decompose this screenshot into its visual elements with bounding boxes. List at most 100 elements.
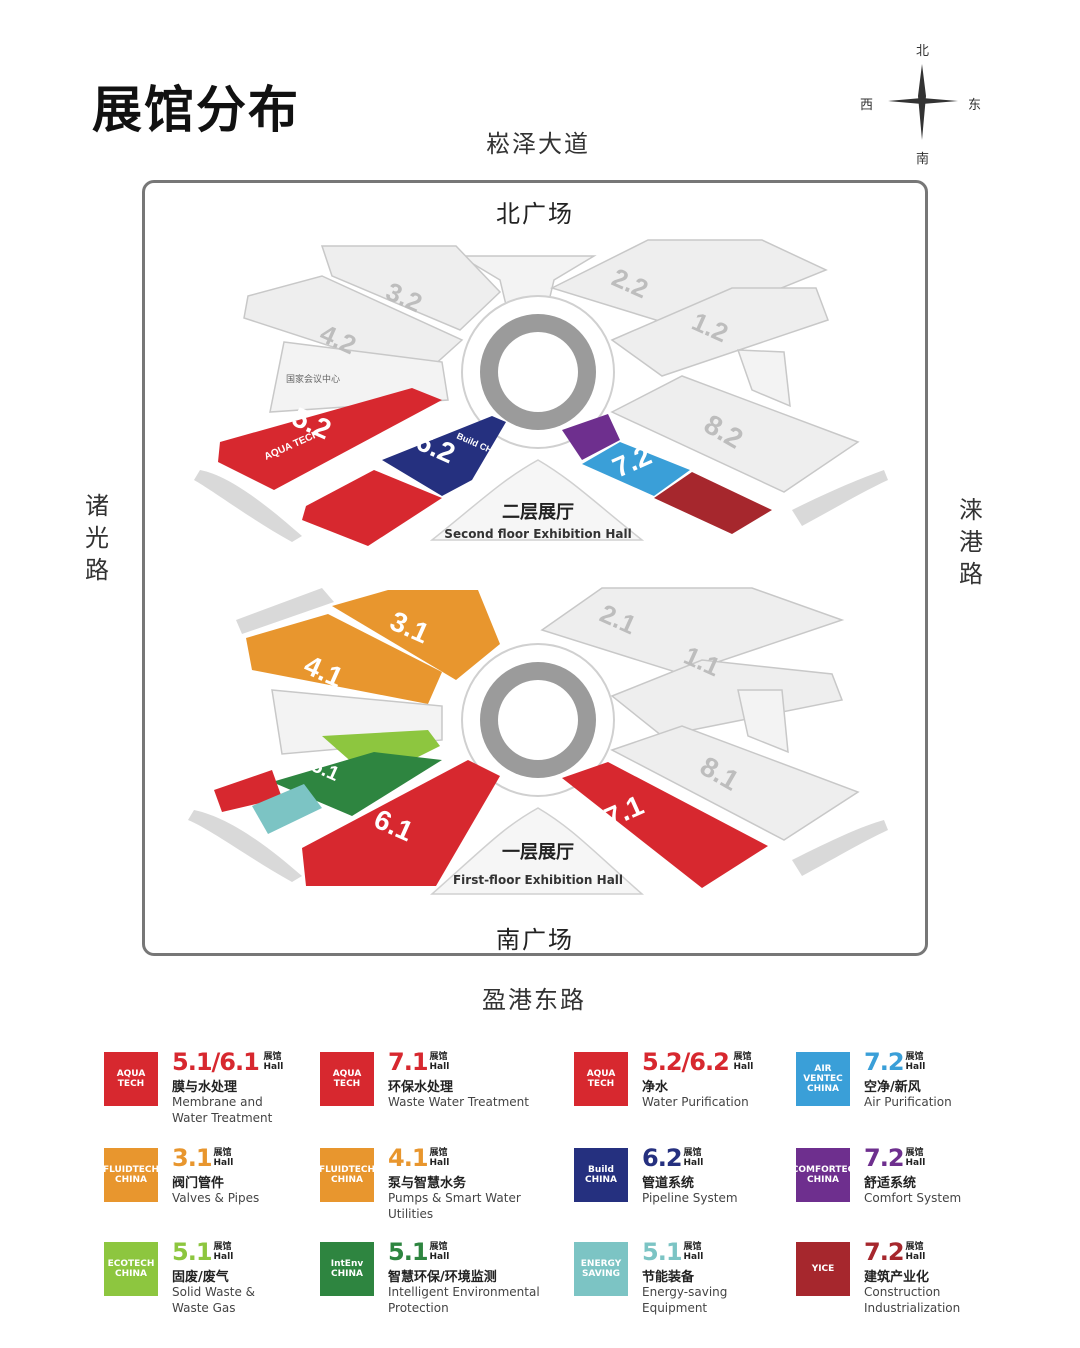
legend-hall-number: 6.2 <box>642 1144 683 1172</box>
legend-brand-logo: AQUA TECH <box>320 1052 374 1106</box>
legend-hall-unit: 展馆 Hall <box>213 1242 234 1262</box>
legend-category-cn: 建筑产业化 <box>864 1270 930 1285</box>
legend-category-cn: 固废/废气 <box>172 1270 229 1285</box>
hall-8-2[interactable] <box>610 375 860 493</box>
compass-west: 西 <box>860 98 874 113</box>
second-floor-en: Second floor Exhibition Hall <box>444 527 631 541</box>
legend-category-en: Water Purification <box>642 1095 749 1109</box>
hall-1-2[interactable] <box>610 287 829 377</box>
legend-brand-logo: AQUA TECH <box>104 1052 158 1106</box>
first-floor-cn: 一层展厅 <box>502 842 574 863</box>
venue-boundary <box>142 180 928 956</box>
legend-category-en: Construction Industrialization <box>864 1285 961 1315</box>
legend-category-cn: 阀门管件 <box>172 1176 225 1191</box>
hall-5-1-energy[interactable] <box>252 784 322 834</box>
legend-hall-number: 3.1 <box>172 1144 213 1172</box>
hall-6-1[interactable] <box>302 760 500 886</box>
compass-rose-icon <box>888 64 958 140</box>
hall-7-1[interactable] <box>562 762 768 888</box>
legend-brand-logo: YICE <box>796 1242 850 1296</box>
legend-hall-unit: 展馆 Hall <box>733 1052 754 1072</box>
legend-hall-number: 5.1 <box>172 1238 213 1266</box>
legend-category-en: Intelligent Environmental Protection <box>388 1285 540 1315</box>
legend-brand-logo: AQUA TECH <box>574 1052 628 1106</box>
legend-brand-logo: IntEnv CHINA <box>320 1242 374 1296</box>
legend-hall-number: 7.1 <box>388 1048 429 1076</box>
legend-brand-logo: COMFORTEC CHINA <box>792 1148 854 1202</box>
hall-6-2[interactable] <box>382 416 506 496</box>
legend-brand-logo: FLUIDTECH CHINA <box>319 1148 375 1202</box>
legend-hall-number: 5.2/6.2 <box>642 1048 730 1076</box>
legend-hall-unit: 展馆 Hall <box>429 1148 450 1168</box>
legend-hall-number: 4.1 <box>388 1144 429 1172</box>
venue-label: 国家会议中心 <box>286 373 340 385</box>
page-title: 展馆分布 <box>92 81 300 139</box>
legend-category-en: Pipeline System <box>642 1191 738 1205</box>
road-right: 涞港路 <box>959 496 983 588</box>
legend-brand-logo: FLUIDTECH CHINA <box>103 1148 159 1202</box>
north-plaza: 北广场 <box>496 200 574 228</box>
hall-2-1[interactable] <box>540 587 845 675</box>
legend-category-cn: 泵与智慧水务 <box>388 1176 467 1191</box>
lower-east-wing <box>737 689 789 754</box>
hall-3-2[interactable] <box>320 245 502 331</box>
legend-brand-logo: Build CHINA <box>574 1148 628 1202</box>
hall-5-2[interactable] <box>218 388 442 490</box>
legend-brand-logo: ECOTECH CHINA <box>104 1242 158 1296</box>
compass-south: 南 <box>916 152 930 167</box>
legend-category-en: Energy-saving Equipment <box>642 1285 728 1315</box>
legend-hall-number: 7.2 <box>864 1048 905 1076</box>
hall-7-2-yice[interactable] <box>654 472 772 534</box>
legend-hall-unit: 展馆 Hall <box>905 1242 926 1262</box>
legend-category-en: Comfort System <box>864 1191 962 1205</box>
lower-floor-tent <box>430 807 644 895</box>
legend-category-en: Solid Waste & Waste Gas <box>172 1285 256 1315</box>
legend-hall-unit: 展馆 Hall <box>429 1052 450 1072</box>
legend-category-en: Air Purification <box>864 1095 952 1109</box>
legend-hall-unit: 展馆 Hall <box>905 1148 926 1168</box>
legend-category-cn: 管道系统 <box>642 1176 695 1191</box>
legend-category-en: Pumps & Smart Water Utilities <box>388 1191 521 1221</box>
second-floor-cn: 二层展厅 <box>502 502 574 523</box>
lower-west-lane <box>188 810 302 882</box>
hall-8-1[interactable] <box>610 725 860 841</box>
hall-map: 3.2 4.2 2.2 1.2 8.2 5.2 6.2 7.2 3.1 4.1 … <box>188 239 888 895</box>
hall-5-2-lower[interactable] <box>302 470 442 546</box>
south-plaza: 南广场 <box>496 926 574 954</box>
upper-east-wing <box>736 349 791 408</box>
legend-category-en: Membrane and Water Treatment <box>172 1095 273 1125</box>
hall-3-1[interactable] <box>332 590 500 680</box>
upper-roundabout-center <box>498 332 578 412</box>
road-bottom: 盈港东路 <box>482 986 586 1014</box>
road-left: 诸光路 <box>85 492 109 584</box>
hall-7-2[interactable] <box>582 442 690 496</box>
legend-category-cn: 膜与水处理 <box>172 1080 238 1095</box>
compass-north: 北 <box>916 44 930 59</box>
legend-hall-number: 5.1 <box>388 1238 429 1266</box>
legend-hall-unit: 展馆 Hall <box>905 1052 926 1072</box>
first-floor-en: First-floor Exhibition Hall <box>453 873 623 887</box>
compass-east: 东 <box>968 98 982 113</box>
legend-category-en: Valves & Pipes <box>172 1191 260 1205</box>
legend-hall-number: 5.1/6.1 <box>172 1048 260 1076</box>
hall-4-1[interactable] <box>246 614 442 704</box>
hall-1-1[interactable] <box>610 659 844 737</box>
legend-hall-number: 7.2 <box>864 1238 905 1266</box>
legend-hall-number: 7.2 <box>864 1144 905 1172</box>
legend-brand-logo: AIR VENTEC CHINA <box>796 1052 850 1106</box>
legend-category-en: Waste Water Treatment <box>388 1095 529 1109</box>
legend-hall-unit: 展馆 Hall <box>683 1148 704 1168</box>
hall-4-2[interactable] <box>243 275 464 377</box>
hall-comfortec-area[interactable] <box>562 414 620 460</box>
compass: 北 南 西 东 <box>860 40 981 167</box>
